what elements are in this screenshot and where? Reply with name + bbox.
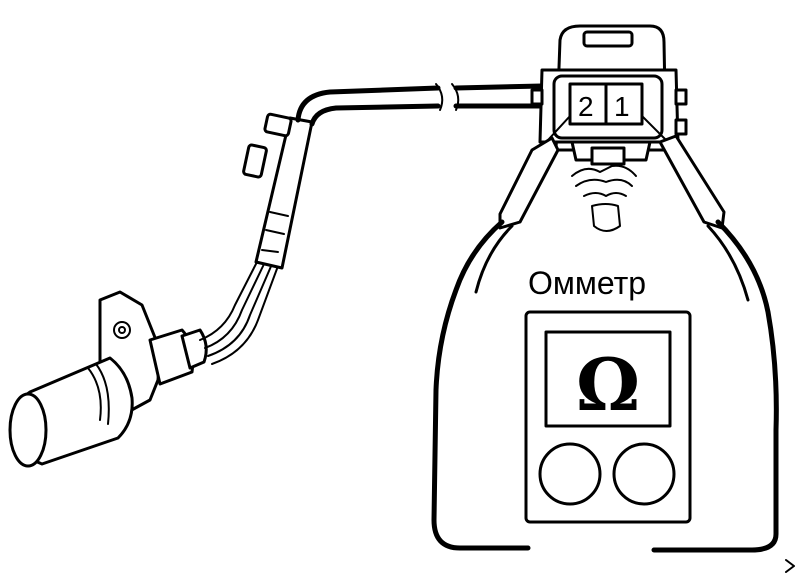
test-probes xyxy=(498,115,726,230)
pin-1-label: 1 xyxy=(614,91,630,122)
pin-2-label: 2 xyxy=(578,91,594,122)
test-leads xyxy=(431,219,779,553)
ohm-symbol: Ω xyxy=(576,342,640,427)
sensor-wires xyxy=(199,259,279,365)
meter-terminal-left xyxy=(538,442,602,506)
sensor-cable xyxy=(295,83,545,127)
corner-mark xyxy=(785,559,795,573)
ohmmeter: Омметр Ω xyxy=(524,265,692,524)
wire-boot xyxy=(242,112,314,270)
ohmmeter-label: Омметр xyxy=(528,265,646,301)
connector: 2 1 xyxy=(530,24,688,232)
meter-terminal-right xyxy=(612,442,676,506)
crankshaft-sensor xyxy=(8,290,208,468)
